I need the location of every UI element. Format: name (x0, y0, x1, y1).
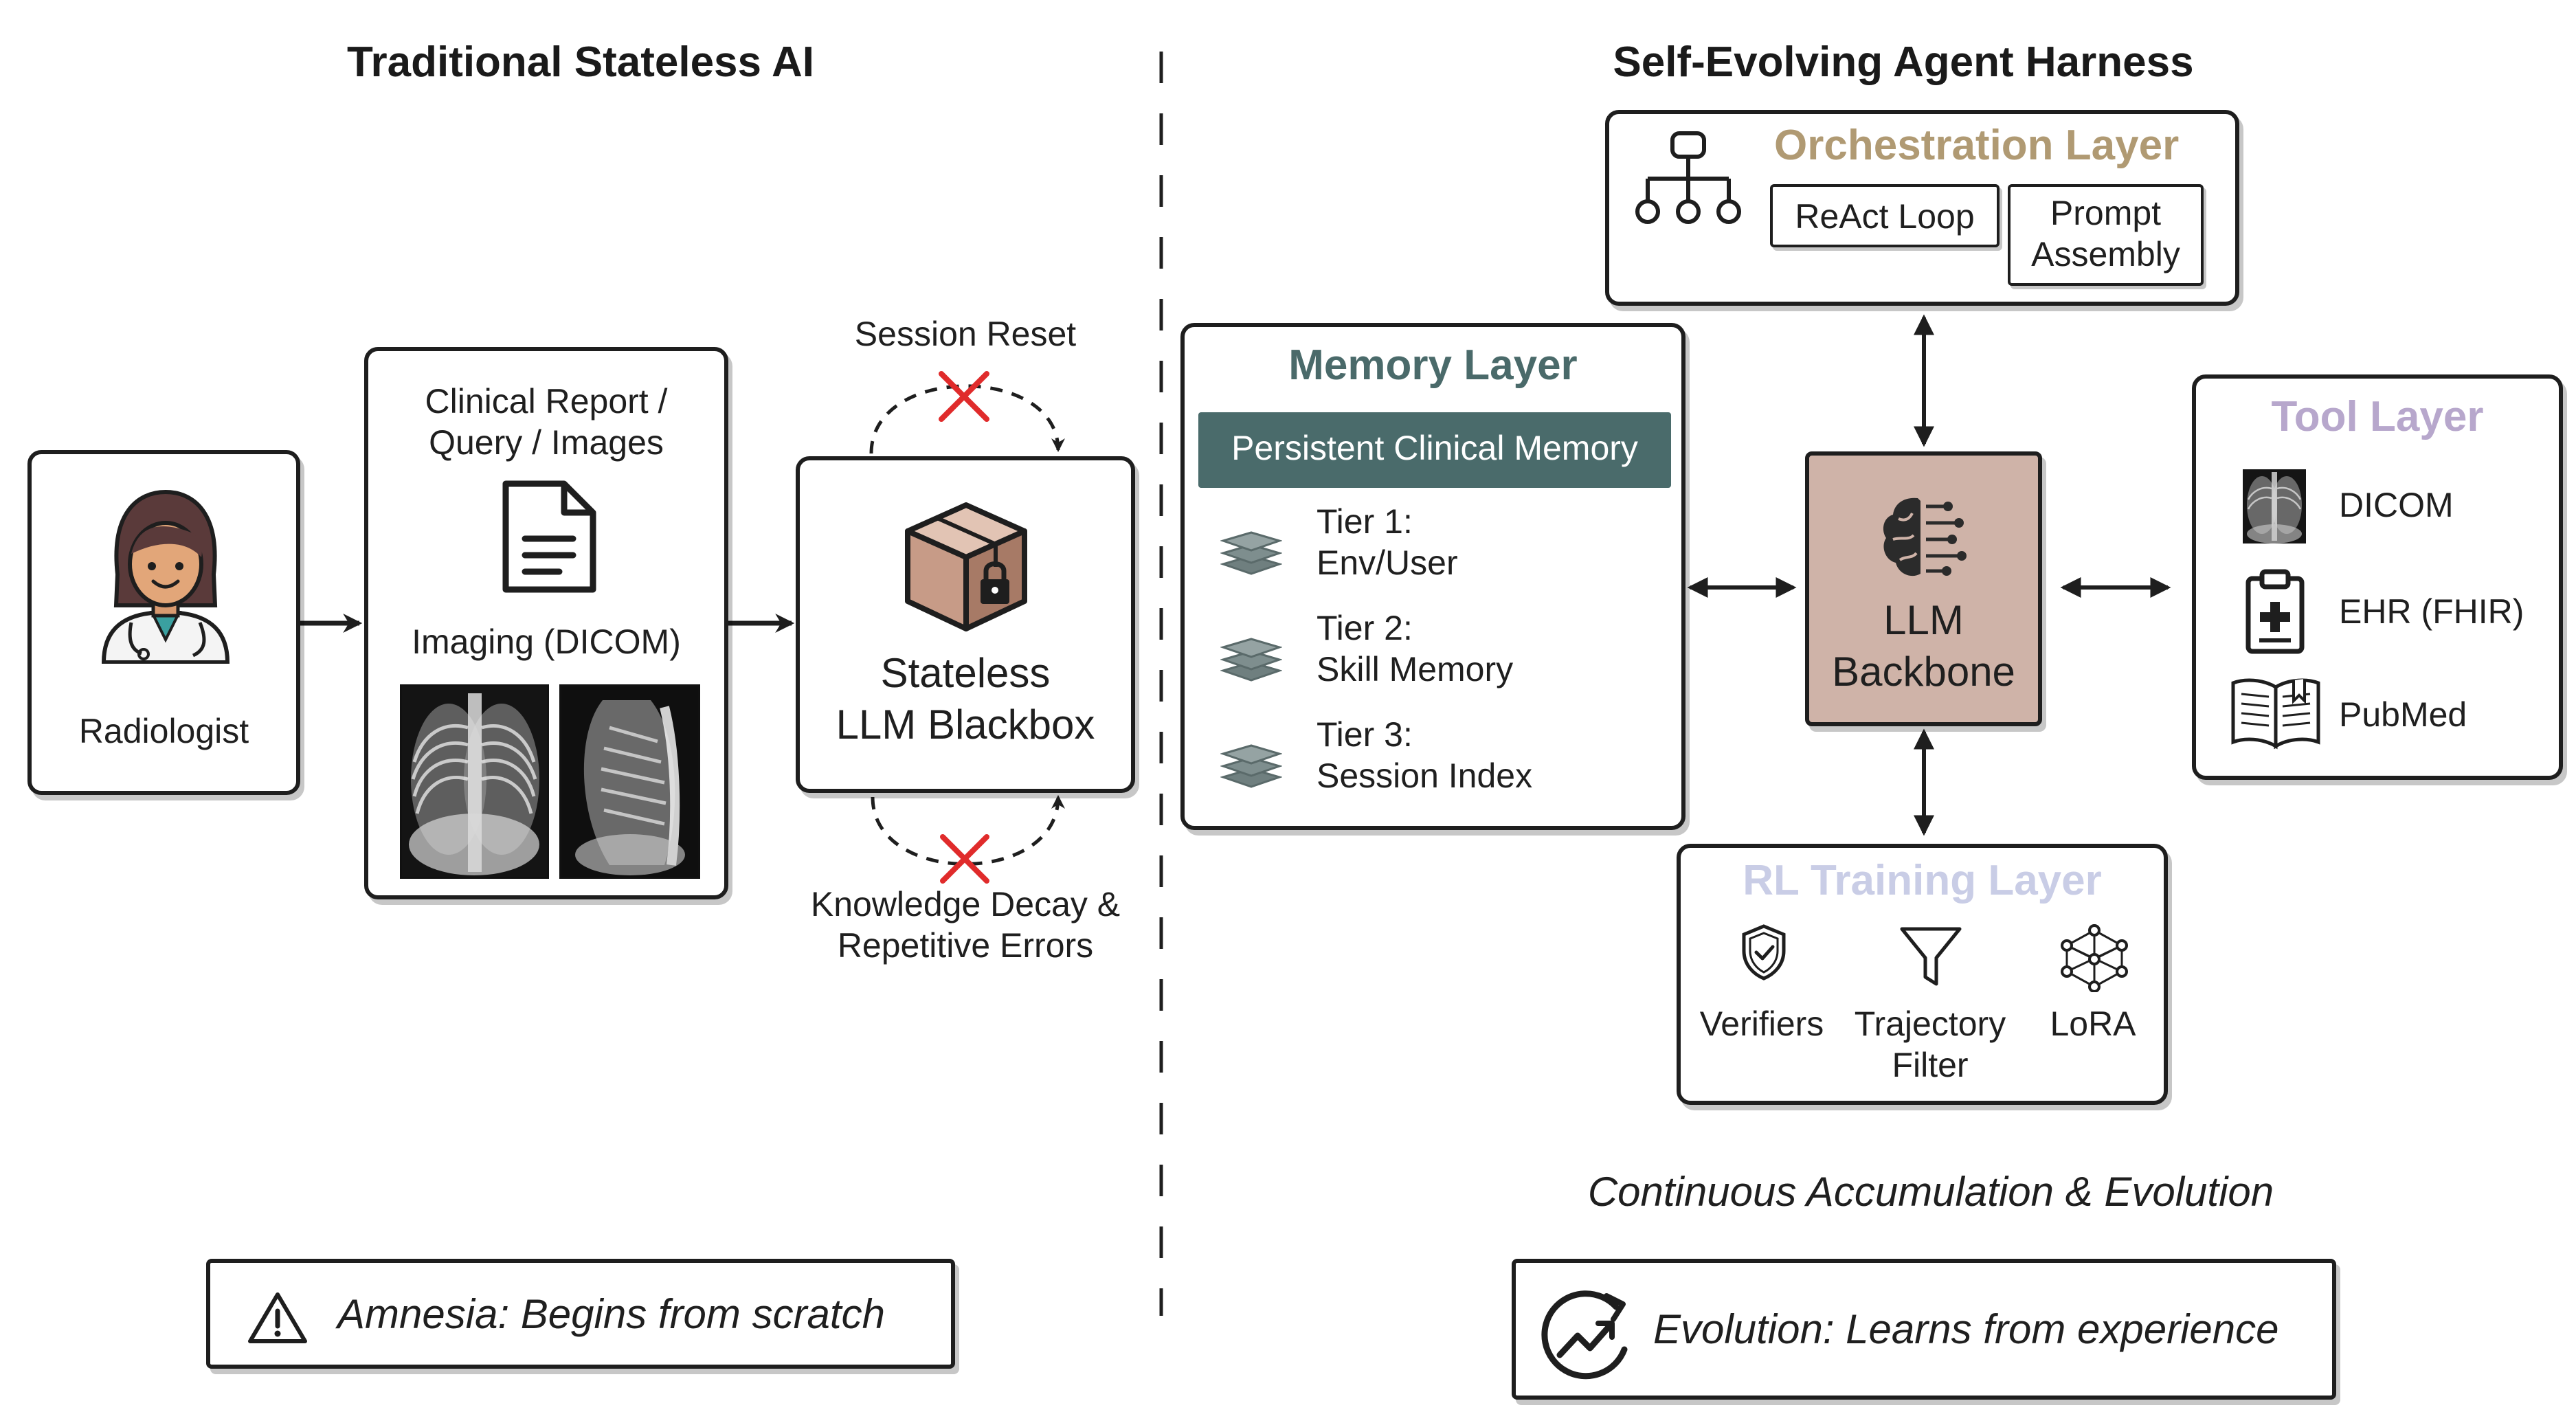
tool-item-pubmed: PubMed (2228, 671, 2544, 760)
xray-icon (2243, 469, 2306, 543)
layers-icon (1220, 531, 1282, 575)
tool-pubmed-label: PubMed (2339, 695, 2467, 734)
locked-box-icon (905, 502, 1027, 631)
llm-backbone-box: LLM Backbone (1805, 451, 2042, 726)
memory-tier-2: Tier 2: Skill Memory (1220, 609, 1660, 712)
chest-xray-frontal-image (400, 684, 549, 879)
session-reset-loop (869, 384, 1065, 454)
orchestration-title: Orchestration Layer (1774, 122, 2180, 169)
growth-cycle-icon (1541, 1290, 1628, 1380)
backbone-line2: Backbone (1832, 649, 2015, 695)
memory-tier-3: Tier 3: Session Index (1220, 715, 1660, 818)
document-icon (502, 480, 596, 593)
memory-tier-1: Tier 1: Env/User (1220, 502, 1660, 605)
hierarchy-icon (1635, 131, 1741, 224)
rl-item-trajectory-filter: Trajectory Filter (1851, 923, 2009, 1088)
knowledge-decay-line2: Repetitive Errors (837, 926, 1094, 965)
right-panel-title: Self-Evolving Agent Harness (1613, 38, 2194, 86)
stateless-blackbox-box: Stateless LLM Blackbox (796, 456, 1135, 793)
brain-circuit-icon (1883, 497, 1967, 576)
react-loop-label: ReAct Loop (1795, 197, 1975, 236)
prompt-assembly-box: Prompt Assembly (2008, 184, 2204, 286)
persistent-memory-label: Persistent Clinical Memory (1231, 429, 1638, 467)
accumulation-caption: Continuous Accumulation & Evolution (1587, 1169, 2274, 1215)
clipboard-icon (2245, 569, 2305, 654)
tool-dicom-label: DICOM (2339, 486, 2454, 524)
radiologist-avatar-icon (101, 489, 230, 664)
prompt-assembly-line2: Assembly (2031, 235, 2180, 273)
shield-icon (1742, 924, 1786, 980)
react-loop-box: ReAct Loop (1770, 184, 2000, 247)
rl-training-layer-box: RL Training Layer Verifiers Trajectory F… (1677, 844, 2168, 1105)
persistent-memory-bar: Persistent Clinical Memory (1198, 412, 1671, 488)
left-panel-title: Traditional Stateless AI (347, 38, 814, 86)
blackbox-line2: LLM Blackbox (836, 702, 1095, 748)
radiologist-box: Radiologist (27, 450, 300, 795)
input-caption-line2: Query / Images (429, 423, 664, 462)
chest-xray-lateral-image (559, 684, 700, 879)
tier-1-line2: Env/User (1317, 543, 1458, 582)
layers-icon (1220, 744, 1282, 788)
tier-2-line1: Tier 2: (1317, 609, 1413, 647)
trajectory-label-line2: Filter (1892, 1046, 1969, 1084)
tier-1-line1: Tier 1: (1317, 502, 1413, 541)
trajectory-label-line1: Trajectory (1854, 1005, 2006, 1043)
session-reset-label: Session Reset (854, 315, 1077, 353)
tool-title: Tool Layer (2271, 393, 2484, 440)
reset-cross-icon (939, 371, 989, 422)
knowledge-decay-loop (871, 795, 1065, 866)
knowledge-decay-line1: Knowledge Decay & (810, 885, 1121, 923)
radiologist-label: Radiologist (78, 712, 249, 750)
network-icon (2061, 924, 2128, 992)
memory-title: Memory Layer (1288, 341, 1578, 389)
rl-title: RL Training Layer (1743, 857, 2102, 904)
blackbox-line1: Stateless (880, 650, 1051, 696)
verifiers-label: Verifiers (1699, 1005, 1824, 1043)
decay-cross-icon (940, 834, 989, 884)
evolution-text: Evolution: Learns from experience (1653, 1306, 2279, 1352)
imaging-label: Imaging (DICOM) (412, 623, 681, 661)
tool-ehr-label: EHR (FHIR) (2339, 592, 2524, 631)
rl-item-verifiers: Verifiers (1693, 923, 1830, 1088)
input-box: Clinical Report / Query / Images Imaging… (364, 347, 728, 899)
amnesia-text: Amnesia: Begins from scratch (337, 1291, 885, 1337)
memory-layer-box: Memory Layer Persistent Clinical Memory … (1180, 323, 1685, 830)
rl-item-lora: LoRA (2028, 923, 2158, 1088)
input-caption-line1: Clinical Report / (425, 382, 668, 421)
prompt-assembly-line1: Prompt (2050, 194, 2162, 232)
book-icon (2231, 678, 2320, 750)
layers-icon (1220, 638, 1282, 682)
tool-item-ehr: EHR (FHIR) (2241, 568, 2544, 657)
orchestration-layer-box: Orchestration Layer ReAct Loop Prompt As… (1605, 110, 2239, 306)
evolution-banner: Evolution: Learns from experience (1512, 1259, 2336, 1400)
tier-2-line2: Skill Memory (1317, 650, 1514, 688)
amnesia-banner: Amnesia: Begins from scratch (206, 1259, 955, 1369)
tier-3-line2: Session Index (1317, 757, 1533, 795)
backbone-line1: LLM (1883, 597, 1964, 643)
warning-icon (248, 1292, 307, 1343)
tool-item-dicom: DICOM (2241, 468, 2544, 550)
tier-3-line1: Tier 3: (1317, 715, 1413, 754)
lora-label: LoRA (2050, 1005, 2136, 1043)
funnel-icon (1900, 927, 1962, 986)
tool-layer-box: Tool Layer DICOM (2192, 374, 2563, 780)
